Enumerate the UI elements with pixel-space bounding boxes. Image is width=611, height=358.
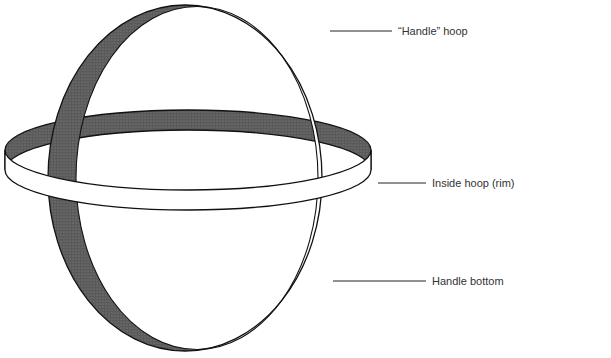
leader-line	[333, 281, 426, 282]
part-label: “Handle” hoop	[397, 25, 469, 38]
handle-hoop-shaded-side	[48, 5, 200, 351]
part-label: Inside hoop (rim)	[431, 177, 516, 190]
leader-line	[330, 31, 392, 32]
handle-hoop	[48, 5, 322, 351]
handle-hoop-light-side	[200, 5, 322, 351]
part-label: Handle bottom	[431, 275, 505, 288]
handle-hoop-outer-edge	[48, 5, 322, 351]
leader-line	[378, 183, 426, 184]
rim-front-band	[5, 150, 371, 210]
handle-hoop-inner-edge	[76, 7, 318, 350]
